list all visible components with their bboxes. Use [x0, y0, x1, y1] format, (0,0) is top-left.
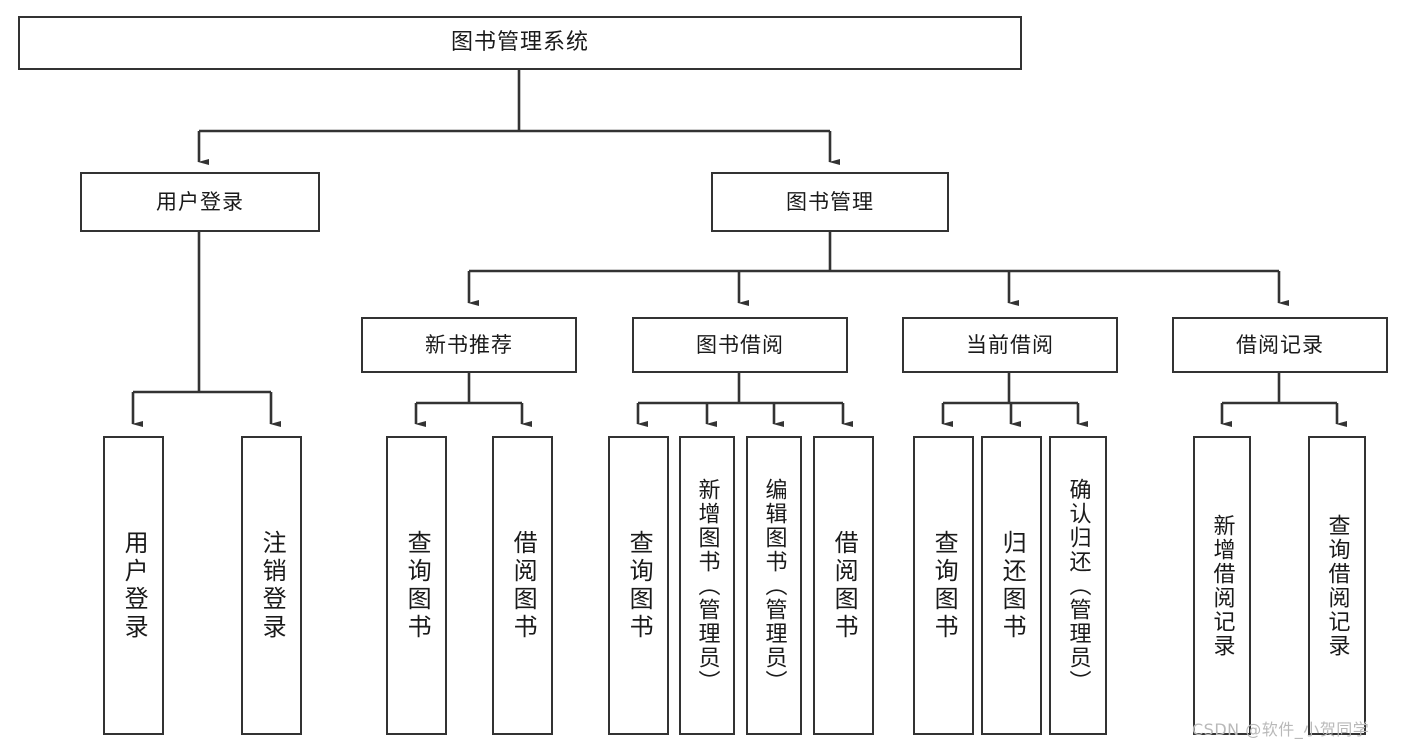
leaf-current-return-book-label: 归还图书	[998, 529, 1027, 642]
node-current-borrow[interactable]: 当前借阅	[902, 317, 1118, 373]
leaf-new-book-query-label: 查询图书	[403, 529, 432, 642]
leaf-current-query-book[interactable]: 查询图书	[913, 436, 974, 735]
node-user-login-label: 用户登录	[156, 189, 244, 214]
leaf-current-return-book[interactable]: 归还图书	[981, 436, 1042, 735]
leaf-borrow-borrow-book-label: 借阅图书	[830, 529, 859, 642]
leaf-borrow-edit-book-admin-label: 编辑图书（管理员）	[761, 477, 787, 694]
leaf-borrow-query-book-label: 查询图书	[625, 529, 654, 642]
leaf-record-add-record-label: 新增借阅记录	[1209, 513, 1235, 658]
leaf-current-query-book-label: 查询图书	[930, 529, 959, 642]
csdn-watermark: CSDN @软件_小贺同学	[1192, 720, 1370, 739]
leaf-borrow-query-book[interactable]: 查询图书	[608, 436, 669, 735]
leaf-current-confirm-return-admin-label: 确认归还（管理员）	[1065, 477, 1091, 694]
node-borrow-record[interactable]: 借阅记录	[1172, 317, 1388, 373]
node-root-system[interactable]: 图书管理系统	[18, 16, 1022, 70]
node-borrow-record-label: 借阅记录	[1236, 332, 1324, 357]
leaf-record-query-record[interactable]: 查询借阅记录	[1308, 436, 1366, 735]
leaf-new-book-borrow-label: 借阅图书	[509, 529, 538, 642]
leaf-borrow-add-book-admin[interactable]: 新增图书（管理员）	[679, 436, 735, 735]
leaf-user-login-login-label: 用户登录	[120, 529, 149, 642]
node-book-management-label: 图书管理	[786, 189, 874, 214]
leaf-record-query-record-label: 查询借阅记录	[1324, 513, 1350, 658]
leaf-borrow-edit-book-admin[interactable]: 编辑图书（管理员）	[746, 436, 802, 735]
leaf-current-confirm-return-admin[interactable]: 确认归还（管理员）	[1049, 436, 1107, 735]
node-book-management[interactable]: 图书管理	[711, 172, 949, 232]
leaf-user-login-logout[interactable]: 注销登录	[241, 436, 302, 735]
leaf-borrow-add-book-admin-label: 新增图书（管理员）	[694, 477, 720, 694]
leaf-borrow-borrow-book[interactable]: 借阅图书	[813, 436, 874, 735]
node-book-borrow[interactable]: 图书借阅	[632, 317, 848, 373]
node-current-borrow-label: 当前借阅	[966, 332, 1054, 357]
node-root-system-label: 图书管理系统	[450, 30, 589, 56]
node-user-login[interactable]: 用户登录	[80, 172, 320, 232]
node-book-borrow-label: 图书借阅	[696, 332, 784, 357]
leaf-user-login-login[interactable]: 用户登录	[103, 436, 164, 735]
node-new-book-recommend[interactable]: 新书推荐	[361, 317, 577, 373]
leaf-user-login-logout-label: 注销登录	[258, 529, 287, 642]
node-new-book-recommend-label: 新书推荐	[425, 332, 513, 357]
leaf-record-add-record[interactable]: 新增借阅记录	[1193, 436, 1251, 735]
leaf-new-book-query[interactable]: 查询图书	[386, 436, 447, 735]
leaf-new-book-borrow[interactable]: 借阅图书	[492, 436, 553, 735]
